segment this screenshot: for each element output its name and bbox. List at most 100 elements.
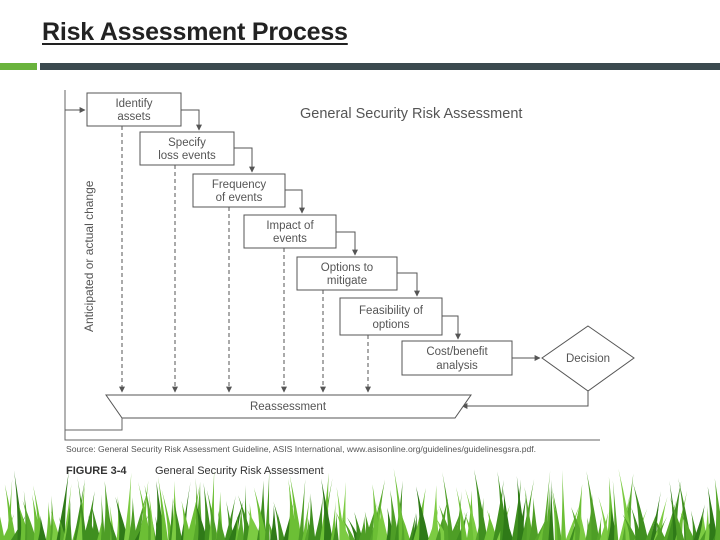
grass-blade: [650, 491, 661, 540]
grass-blade: [273, 501, 285, 540]
grass-blade: [186, 486, 200, 540]
grass-blade: [704, 505, 711, 540]
grass-blade: [417, 493, 429, 540]
svg-text:events: events: [273, 233, 307, 245]
figure-number: FIGURE 3-4: [66, 465, 127, 477]
grass-blade: [596, 516, 602, 540]
grass-blade: [172, 497, 183, 540]
grass-blade: [138, 480, 149, 540]
grass-blade: [579, 508, 587, 540]
grass-blade: [335, 511, 351, 540]
diagram-title: General Security Risk Assessment: [300, 106, 522, 122]
grass-blade: [56, 471, 69, 540]
grass-blade: [455, 491, 462, 540]
grass-blade: [289, 474, 302, 540]
grass-blade: [302, 495, 311, 540]
decision-to-reassessment: [461, 391, 589, 409]
grass-blade: [633, 483, 649, 540]
grass-blade: [161, 489, 174, 540]
svg-text:Feasibility of: Feasibility of: [359, 305, 424, 317]
step-impact-of-events: Impact of events: [243, 214, 337, 249]
grass-blade: [128, 497, 137, 540]
svg-text:Identify: Identify: [115, 98, 152, 110]
grass-blade: [524, 486, 534, 540]
figure-frame: [64, 90, 600, 441]
step-feasibility-of-options: Feasibility of options: [339, 297, 443, 336]
dashed-drops: [119, 126, 371, 393]
grass-blade: [690, 510, 698, 540]
grass-blade: [333, 513, 339, 540]
grass-blade: [138, 481, 152, 540]
accent-bar-dark: [40, 63, 720, 70]
source-caption: Source: General Security Risk Assessment…: [66, 444, 536, 454]
grass-blade: [622, 473, 634, 540]
grass-blade: [379, 502, 389, 540]
grass-blade: [354, 512, 364, 540]
accent-bar-green: [0, 63, 37, 70]
grass-blade: [308, 493, 316, 540]
grass-blade: [253, 487, 268, 540]
grass-blade: [484, 512, 493, 540]
grass-blade: [298, 478, 306, 540]
grass-blade: [107, 514, 118, 540]
grass-blade: [180, 481, 191, 540]
grass-blade: [330, 500, 336, 540]
grass-blade: [132, 490, 148, 540]
grass-blade: [314, 496, 323, 540]
grass-blade: [714, 478, 720, 540]
grass-blade: [430, 485, 439, 540]
grass-blade: [586, 471, 600, 540]
grass-blade: [203, 482, 213, 540]
svg-text:assets: assets: [117, 111, 150, 123]
grass-blade: [622, 514, 638, 540]
svg-text:options: options: [372, 319, 409, 331]
grass-blade: [529, 497, 539, 540]
grass-blade: [680, 512, 695, 540]
grass-blade: [0, 516, 5, 540]
grass-blade: [598, 496, 611, 540]
decision-node: Decision: [541, 325, 635, 392]
grass-blade: [157, 476, 169, 540]
grass-blade: [73, 478, 86, 540]
grass-blade: [474, 469, 488, 540]
svg-text:loss events: loss events: [158, 150, 216, 162]
grass-blade: [618, 468, 633, 540]
grass-blade: [399, 510, 411, 540]
svg-text:Reassessment: Reassessment: [250, 401, 327, 413]
grass-blade: [195, 501, 208, 540]
grass-blade: [669, 497, 685, 540]
grass-blade: [364, 511, 373, 540]
grass-blade: [236, 505, 245, 540]
grass-blade: [654, 517, 666, 540]
grass-blade: [97, 517, 103, 540]
grass-blade: [448, 512, 461, 540]
figure-caption-title: General Security Risk Assessment: [155, 465, 324, 477]
step-identify-assets: Identify assets: [86, 92, 182, 127]
svg-text:Decision: Decision: [566, 353, 610, 365]
side-label: Anticipated or actual change: [82, 180, 96, 332]
svg-text:Specify: Specify: [168, 137, 206, 149]
grass-blade: [560, 469, 567, 540]
step-frequency-of-events: Frequency of events: [192, 173, 286, 208]
grass-decoration: [0, 468, 720, 540]
grass-blade: [409, 512, 416, 540]
grass-blade: [339, 481, 347, 540]
svg-text:Impact of: Impact of: [266, 220, 314, 232]
grass-blade: [586, 494, 594, 540]
grass-blade: [38, 515, 47, 540]
svg-text:analysis: analysis: [436, 360, 478, 372]
grass-blade: [215, 510, 226, 540]
reassessment-node: Reassessment: [105, 394, 472, 419]
grass-blade: [226, 500, 235, 540]
grass-blade: [101, 494, 106, 540]
grass-blade: [678, 477, 692, 540]
grass-blade: [463, 511, 475, 540]
grass-blade: [548, 479, 554, 540]
svg-text:Frequency: Frequency: [212, 179, 267, 191]
grass-blade: [22, 500, 37, 540]
grass-blade: [572, 484, 583, 540]
grass-blade: [283, 502, 294, 540]
grass-blade: [77, 476, 87, 540]
slide-title: Risk Assessment Process: [42, 18, 348, 46]
